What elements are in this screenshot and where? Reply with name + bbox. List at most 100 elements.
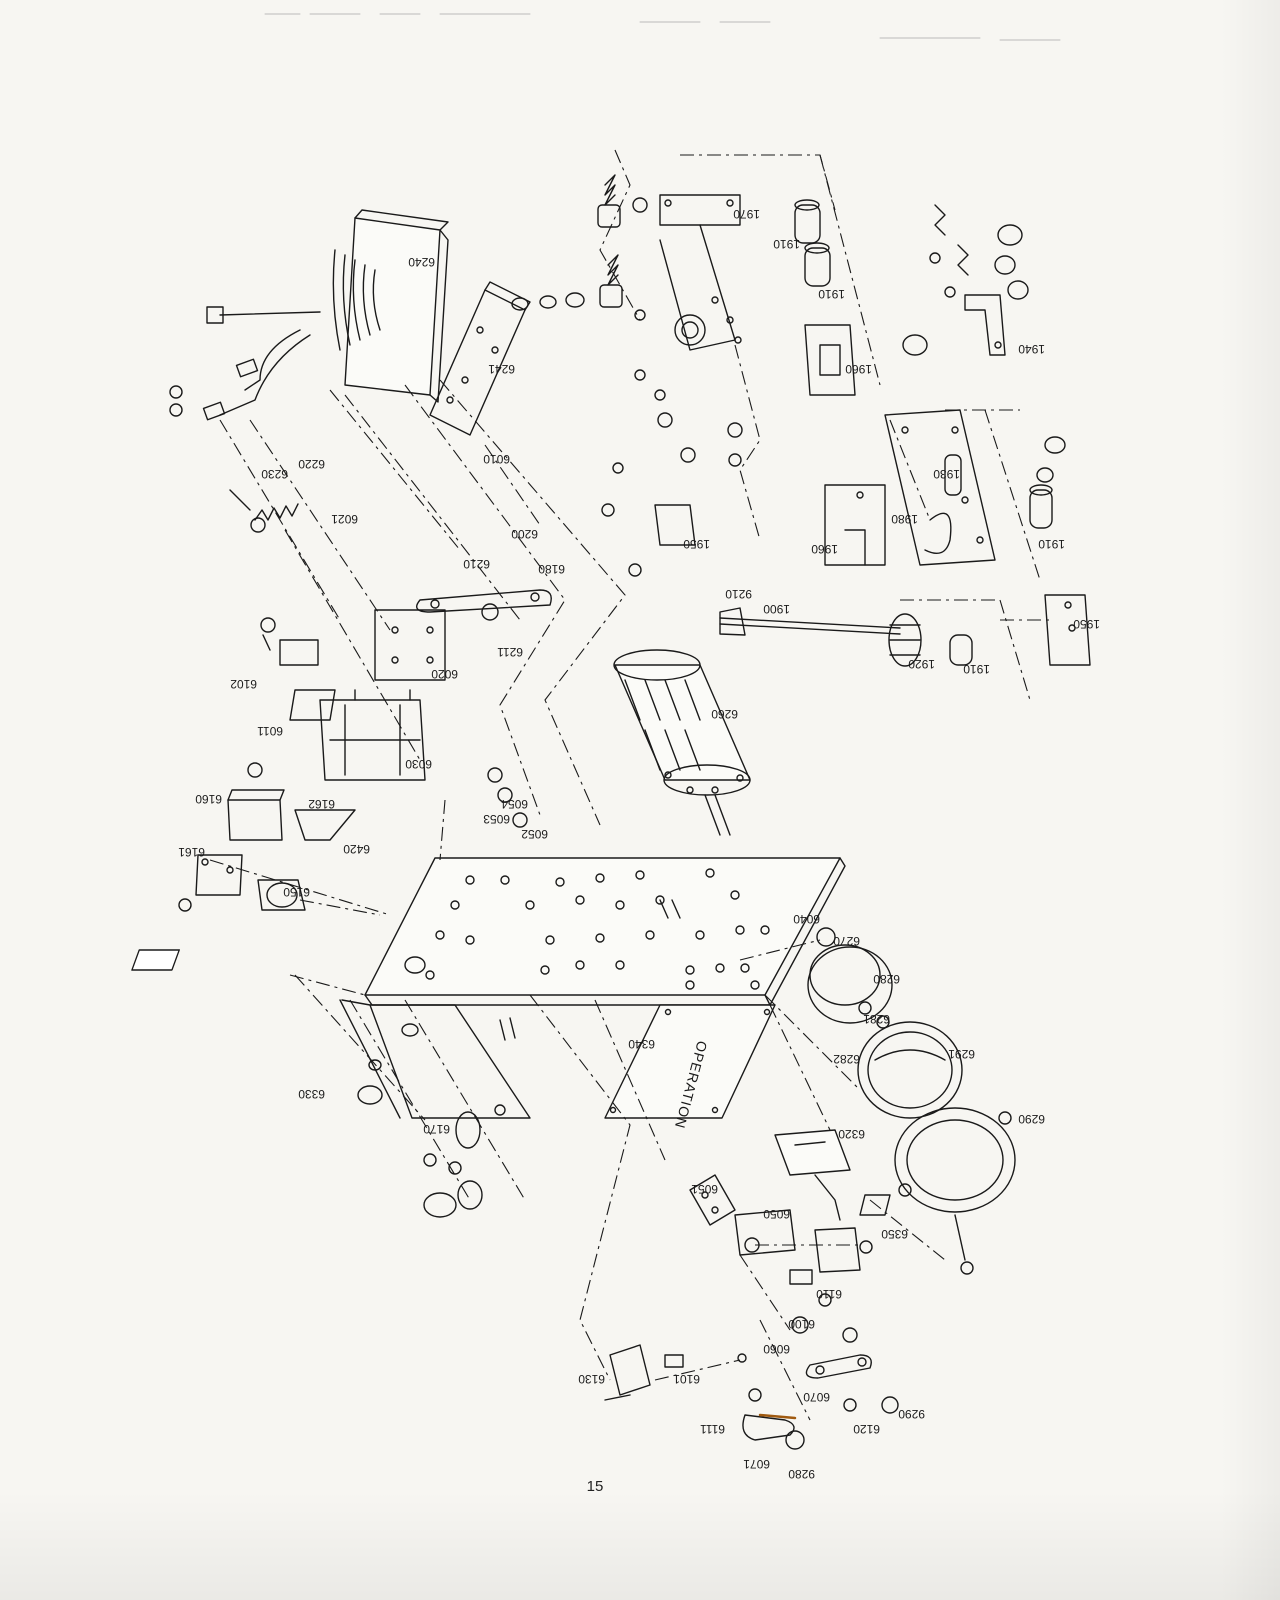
label-1950-a: 1950 bbox=[683, 537, 710, 551]
bracket-1980 bbox=[884, 409, 996, 566]
label-6260: 6260 bbox=[711, 707, 738, 721]
part-1930 bbox=[944, 454, 962, 496]
label-6011: 6011 bbox=[257, 724, 283, 738]
label-1980: 1980 bbox=[891, 512, 918, 526]
label-1910-c: 1910 bbox=[1038, 537, 1065, 551]
label-6101: 6101 bbox=[673, 1372, 700, 1386]
frame-6030 bbox=[319, 689, 426, 781]
label-1940: 1940 bbox=[1018, 342, 1045, 356]
label-6220: 6220 bbox=[298, 457, 325, 471]
screws-6052-6054 bbox=[487, 767, 528, 828]
plate-1960-lower bbox=[824, 484, 886, 566]
cover-plate-6330 bbox=[339, 999, 531, 1119]
label-6180: 6180 bbox=[538, 562, 565, 576]
label-6200: 6200 bbox=[511, 527, 538, 541]
capacitor-6250 bbox=[613, 649, 751, 836]
meter-6280 bbox=[807, 927, 893, 1029]
chassis-plate bbox=[131, 857, 846, 1041]
cylinders-1910 bbox=[794, 199, 1053, 666]
label-1970: 1970 bbox=[733, 207, 760, 221]
label-1960-b: 1960 bbox=[811, 542, 838, 556]
label-6330: 6330 bbox=[298, 1087, 325, 1101]
part-labels: 6240 6241 6230 6220 6021 6010 6200 6210 … bbox=[178, 207, 1100, 1481]
header-marks bbox=[264, 13, 1061, 41]
bracket-6161 bbox=[178, 854, 243, 912]
label-6320: 6320 bbox=[838, 1127, 865, 1141]
label-6020: 6020 bbox=[431, 667, 458, 681]
bracket-6130 bbox=[604, 1344, 651, 1401]
label-6054: 6054 bbox=[501, 797, 528, 811]
label-6021: 6021 bbox=[331, 512, 358, 526]
label-6230: 6230 bbox=[261, 467, 288, 481]
label-6280: 6280 bbox=[873, 972, 900, 986]
label-1910-d: 1910 bbox=[963, 662, 990, 676]
label-6281: 6281 bbox=[863, 1012, 890, 1026]
label-6160: 6160 bbox=[195, 792, 222, 806]
label-6340: 6340 bbox=[628, 1037, 655, 1051]
page-edge-shade bbox=[1220, 0, 1280, 1600]
label-6170: 6170 bbox=[423, 1122, 450, 1136]
lever-6070 bbox=[805, 1354, 899, 1414]
nuts-1910-right bbox=[1036, 436, 1066, 483]
shaft-1900 bbox=[719, 607, 922, 667]
label-6051: 6051 bbox=[691, 1182, 718, 1196]
label-6111: 6111 bbox=[700, 1422, 725, 1436]
label-6150: 6150 bbox=[283, 885, 310, 899]
label-6102: 6102 bbox=[230, 677, 257, 691]
operation-plate-6340 bbox=[604, 1004, 776, 1119]
label-6071: 6071 bbox=[743, 1457, 770, 1471]
lever-6210 bbox=[416, 589, 552, 621]
label-6120: 6120 bbox=[853, 1422, 880, 1436]
label-6350: 6350 bbox=[881, 1227, 908, 1241]
plate-6350 bbox=[859, 1194, 891, 1216]
bracket-6241 bbox=[429, 281, 585, 436]
label-1930: 1930 bbox=[933, 467, 960, 481]
bracket-1950 bbox=[1044, 594, 1091, 666]
block-1960 bbox=[804, 324, 856, 396]
page-number: 15 bbox=[586, 1478, 604, 1495]
label-6100: 6100 bbox=[788, 1317, 815, 1331]
block-6020 bbox=[374, 609, 446, 681]
label-6110: 6110 bbox=[816, 1287, 842, 1301]
label-1950-b: 1950 bbox=[1073, 617, 1100, 631]
label-6040: 6040 bbox=[793, 912, 820, 926]
label-6060: 6060 bbox=[763, 1342, 790, 1356]
label-6030: 6030 bbox=[405, 757, 432, 771]
bracket-6102 bbox=[260, 617, 319, 666]
label-6290: 6290 bbox=[1018, 1112, 1045, 1126]
label-9290: 9290 bbox=[898, 1407, 925, 1421]
label-9210: 9210 bbox=[725, 587, 752, 601]
label-6210: 6210 bbox=[463, 557, 490, 571]
switch-6320 bbox=[774, 1129, 851, 1221]
label-6010: 6010 bbox=[483, 452, 510, 466]
spring-6230 bbox=[229, 489, 299, 533]
label-6130: 6130 bbox=[578, 1372, 605, 1386]
bracket-1940 bbox=[964, 294, 1006, 356]
label-6052: 6052 bbox=[521, 827, 548, 841]
label-6282: 6282 bbox=[833, 1052, 860, 1066]
springs-1970 bbox=[597, 174, 648, 321]
parts-6100-6060 bbox=[789, 1269, 858, 1343]
label-6211: 6211 bbox=[497, 645, 523, 659]
label-6420: 6420 bbox=[343, 842, 370, 856]
label-1960-a: 1960 bbox=[845, 362, 872, 376]
label-6270: 6270 bbox=[833, 934, 860, 948]
transformer-6240 bbox=[169, 209, 449, 421]
bezel-6291 bbox=[857, 1021, 963, 1119]
label-1910-a: 1910 bbox=[773, 237, 800, 251]
knob-6170 bbox=[423, 1104, 506, 1218]
label-6241: 6241 bbox=[488, 362, 515, 376]
label-9280: 9280 bbox=[788, 1467, 815, 1481]
label-1910-b: 1910 bbox=[818, 287, 845, 301]
lever-6071 bbox=[742, 1388, 805, 1450]
bracket-1970 bbox=[659, 194, 742, 351]
relay-6110 bbox=[814, 1227, 873, 1273]
label-6161: 6161 bbox=[178, 845, 205, 859]
label-6240: 6240 bbox=[408, 255, 435, 269]
bracket-1950-upper bbox=[601, 462, 696, 577]
page-bottom-shade bbox=[0, 1490, 1280, 1600]
label-6050: 6050 bbox=[763, 1207, 790, 1221]
springs-1940 bbox=[902, 204, 1029, 356]
